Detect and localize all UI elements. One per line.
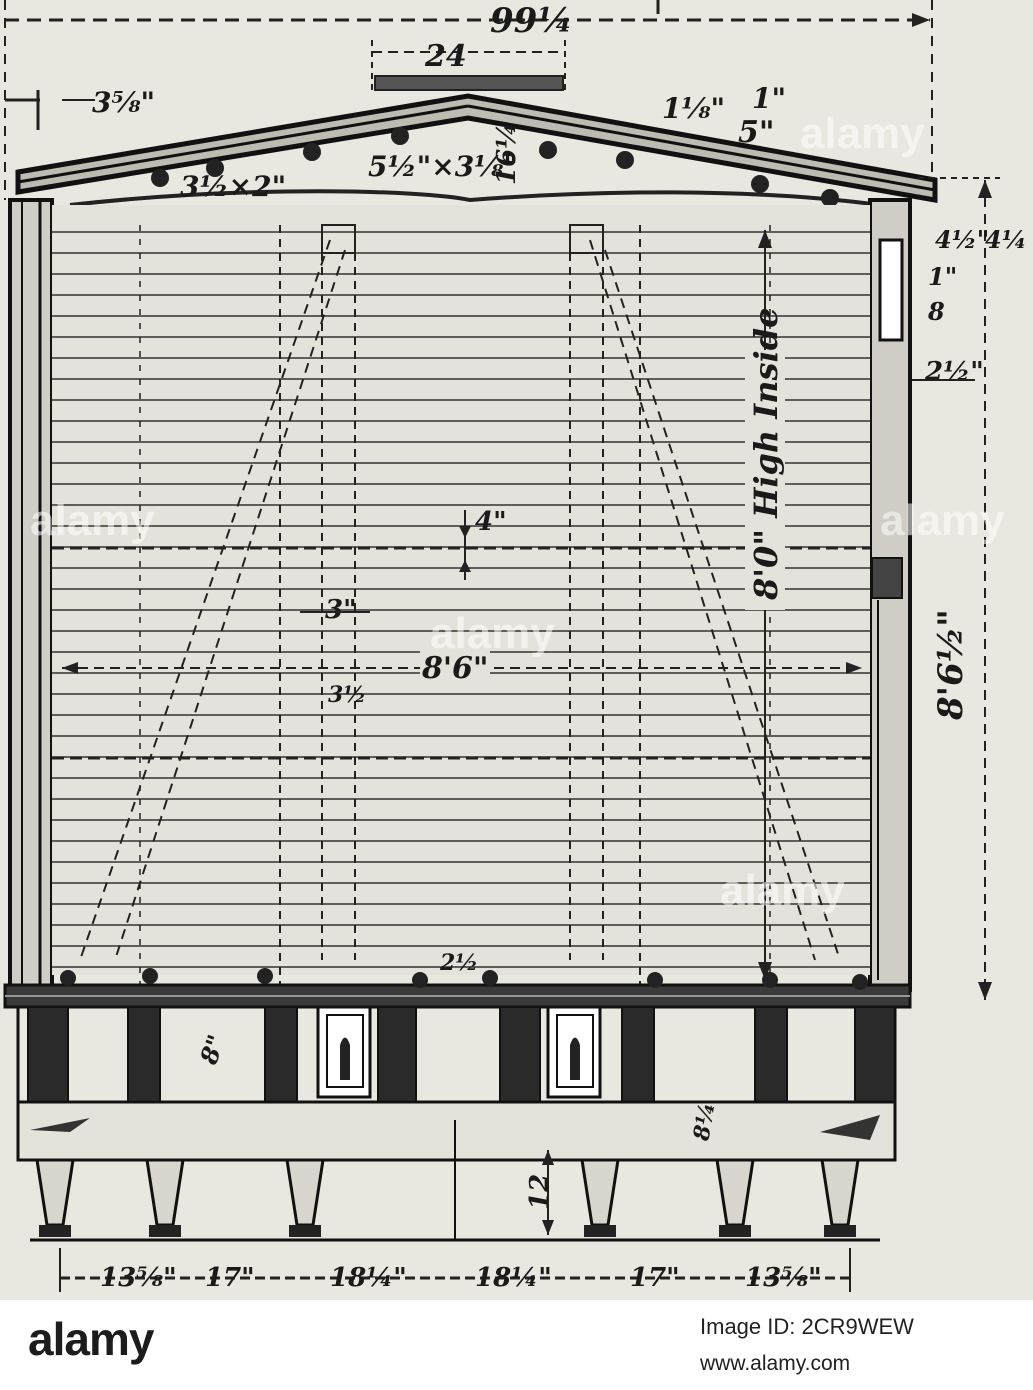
label-cornice-b: 4¼ <box>985 225 1027 254</box>
label-ridge-vent: 24 <box>424 39 467 74</box>
bracket <box>145 1158 185 1227</box>
label-roof-right: 5" <box>738 115 775 150</box>
diagonal-braces <box>79 239 841 961</box>
bracket-foot <box>824 1225 856 1237</box>
label-side-post: 2½" <box>924 357 984 387</box>
label-ridge-height: 16¼ <box>492 122 522 185</box>
brand-logo: alamy <box>28 1313 154 1365</box>
label-belt-rail: 4" <box>475 507 507 537</box>
label-overall-height: 8'6½" <box>931 609 971 721</box>
watermark-2: alamy <box>800 109 925 158</box>
label-sill-spacing-3: 18¼" <box>330 1263 407 1293</box>
bracket <box>285 1158 325 1227</box>
label-inside-width: 8'6" <box>421 651 489 686</box>
label-truss-depth: 12 <box>525 1174 555 1210</box>
inside-height-label: 8'0" High Inside <box>747 308 785 601</box>
bracket-foot <box>584 1225 616 1237</box>
label-inside-height: 8'0" High Inside <box>747 308 785 601</box>
truss-depth-label: 12 <box>525 1174 555 1210</box>
belt-rail-dimension: 4" <box>459 507 507 580</box>
label-post-width: 3" <box>325 595 357 625</box>
label-overall-width: 99¼ <box>490 1 573 41</box>
inside-width-dimension: 8'6" <box>62 648 862 686</box>
brand-url: www.alamy.com <box>700 1352 851 1375</box>
floor-brackets <box>30 1158 880 1242</box>
label-cornice-c: 1" <box>928 262 957 291</box>
eave-dimension: 3⅝" <box>5 86 155 130</box>
watermark-3: alamy <box>880 496 1005 545</box>
footer-bar: alamy Image ID: 2CR9WEW www.alamy.com <box>0 1300 1033 1390</box>
label-sill-spacing-6: 13⅝" <box>745 1263 822 1293</box>
car-section-drawing: 99¼ 24 3⅝" 3½×2" 5½"×3⅛" 16¼ 1⅛" 1" 5" <box>3 0 1027 1293</box>
label-sill-spacing-5: 17" <box>630 1263 680 1293</box>
label-rafter: 3½×2" <box>180 170 286 203</box>
floor <box>3 968 912 1009</box>
bracket-foot <box>39 1225 71 1237</box>
technical-drawing: 99¼ 24 3⅝" 3½×2" 5½"×3⅛" 16¼ 1⅛" 1" 5" <box>0 0 1033 1300</box>
inside-height-dimension <box>745 230 785 980</box>
belt-rails <box>52 546 870 760</box>
watermark-5: alamy <box>720 866 845 915</box>
label-cornice-d: 8 <box>927 297 945 326</box>
lower-girder <box>16 1100 897 1240</box>
bracket <box>580 1158 620 1227</box>
label-ridge-pole: 5½"×3⅛" <box>368 150 518 183</box>
label-cornice-a: 4½" <box>935 225 989 254</box>
truss-depth-dimension <box>542 1150 554 1235</box>
label-small-post: 3½ <box>328 682 366 708</box>
ridge-vent-dimension: 24 <box>371 39 566 95</box>
bracket <box>715 1158 755 1227</box>
cornice-dimensions: 4½" 4¼ 1" 8 2½" <box>880 177 1027 1000</box>
label-rafter-top: 1⅛" <box>662 92 725 125</box>
car-body <box>8 198 912 992</box>
label-rafter-right: 1" <box>752 82 786 115</box>
label-floor-stringer: 2½ <box>439 950 478 976</box>
watermark-4: alamy <box>430 609 555 658</box>
image-id-label: Image ID: 2CR9WEW <box>700 1314 914 1339</box>
sill-spacing-dimensions: 13⅝" 17" 18¼" 18¼" 17" 13⅝" <box>59 1248 851 1293</box>
roof <box>15 93 938 207</box>
bracket <box>820 1158 860 1227</box>
bracket-foot <box>719 1225 751 1237</box>
bracket <box>35 1158 75 1227</box>
label-sill-spacing-1: 13⅝" <box>100 1263 177 1293</box>
watermark-1: alamy <box>30 496 155 545</box>
overall-height-label: 8'6½" <box>931 609 971 721</box>
bracket-foot <box>149 1225 181 1237</box>
label-eave: 3⅝" <box>92 86 155 119</box>
label-sill-spacing-2: 17" <box>205 1263 255 1293</box>
ridge-height-label: 16¼ <box>492 122 522 185</box>
bracket-foot <box>289 1225 321 1237</box>
watermarks: alamy alamy alamy alamy alamy <box>30 109 1005 915</box>
label-sill-spacing-4: 18¼" <box>475 1263 552 1293</box>
sills <box>16 1005 897 1160</box>
label-sill-depth: 8" <box>193 1031 231 1069</box>
